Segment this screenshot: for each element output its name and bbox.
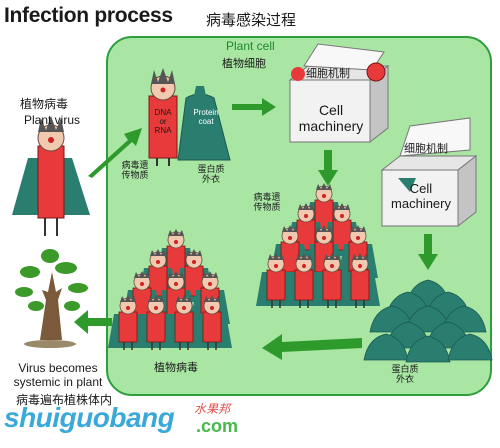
plant-cell-label: Plant cell	[226, 39, 275, 53]
assembled-virus-pile	[107, 228, 233, 351]
outcome-label: Virus becomes systemic in plant	[13, 361, 103, 389]
page-title: Infection process	[4, 4, 173, 27]
arrow-enter-cell	[88, 128, 142, 178]
virus-protein-coat	[177, 86, 231, 161]
protein-coat-pile	[363, 279, 493, 363]
flow-arrows	[74, 98, 438, 360]
virus-genetic-material	[148, 68, 178, 166]
watermark-tld: .com	[196, 416, 239, 436]
infected-plant-tree	[15, 249, 88, 348]
arrow-to-replication	[318, 150, 338, 186]
arrow-to-plant	[74, 310, 112, 334]
genetic-material-label-cn: 病毒遗传物质	[121, 160, 149, 181]
arrow-to-machinery	[232, 98, 276, 116]
outcome-label-cn: 病毒遍布植株体内	[15, 393, 112, 407]
cell-machinery-1-tag-cn: 细胞机制	[306, 68, 350, 80]
dna-rna-label: DNA or RNA	[154, 108, 172, 136]
watermark-domain: shuiguobang	[4, 402, 175, 433]
protein-coat-label-cn: 蛋白质外衣	[197, 164, 225, 185]
cell-machinery-1-label: Cell machinery	[298, 102, 364, 135]
cell-machinery-box-2	[380, 117, 478, 228]
plant-virus-label: Plant virus	[24, 113, 81, 127]
plant-virus-figure	[12, 116, 90, 236]
coat-pile-label-cn: 蛋白质外衣	[391, 364, 419, 385]
plant-cell-label-cn: 植物细胞	[222, 58, 266, 70]
page-title-cn: 病毒感染过程	[206, 12, 297, 29]
cell-machinery-box-1	[288, 43, 390, 144]
new-virus-label-cn: 植物病毒	[154, 362, 198, 374]
replicated-genetic-label-cn: 病毒遗传物质	[253, 192, 281, 213]
cell-machinery-2-label: Cell machinery	[391, 181, 451, 211]
plant-virus-label-cn: 植物病毒	[20, 97, 69, 111]
cell-machinery-2-tag-cn: 细胞机制	[404, 143, 448, 155]
watermark-cn: 水果邦	[194, 402, 231, 416]
arrow-to-coat-pile	[418, 234, 438, 270]
arrow-to-assembly	[262, 334, 362, 360]
protein-coat-label: Protein coat	[193, 108, 219, 127]
